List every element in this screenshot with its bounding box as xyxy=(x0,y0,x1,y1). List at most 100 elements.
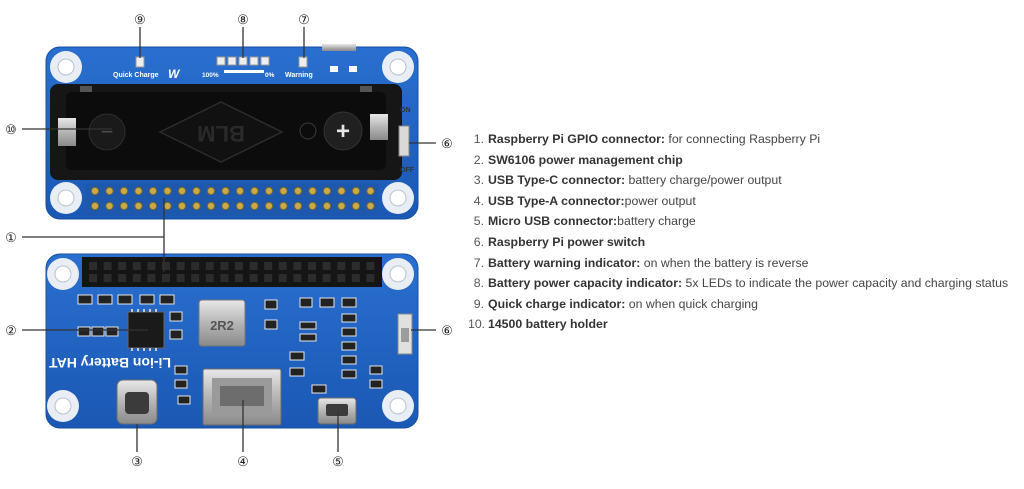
gpio-socket xyxy=(118,262,127,270)
gpio-socket xyxy=(191,274,200,282)
legend-key: Raspberry Pi GPIO connector: xyxy=(488,132,665,146)
legend-item: 7.Battery warning indicator: on when the… xyxy=(468,253,1024,274)
gpio-socket xyxy=(366,262,375,270)
holder-mark: BLM xyxy=(197,121,245,146)
legend-number: 9. xyxy=(473,296,484,311)
gpio-pin xyxy=(105,186,114,196)
gpio-socket xyxy=(205,274,214,282)
legend-number: 4. xyxy=(473,193,484,208)
legend-item: 10.14500 battery holder xyxy=(468,314,1024,335)
gpio-pin xyxy=(105,201,114,211)
legend-item: 8.Battery power capacity indicator: 5x L… xyxy=(468,273,1024,294)
gpio-pin xyxy=(337,201,346,211)
callout-6-bottom: ⑥ xyxy=(441,323,453,338)
gpio-pin xyxy=(322,201,332,211)
callout-2: ② xyxy=(5,323,17,338)
bottom-board: 2R2 Li-ion Battery HAT xyxy=(45,253,419,429)
gpio-pin xyxy=(351,186,361,196)
gpio-pin xyxy=(90,201,100,211)
gpio-pin xyxy=(148,186,158,196)
switch-on-label: ON xyxy=(400,107,411,114)
product-label: Li-ion Battery HAT xyxy=(49,355,171,371)
minus-terminal xyxy=(88,113,126,151)
warning-led xyxy=(298,56,308,68)
spring-contact-left xyxy=(58,118,76,146)
smd-pad xyxy=(330,66,338,72)
legend-item: 5.Micro USB connector:battery charge xyxy=(468,211,1024,232)
gpio-socket xyxy=(322,262,331,270)
legend-key: Quick charge indicator: xyxy=(488,296,626,311)
legend-number: 2. xyxy=(473,152,484,167)
legend-number: 5. xyxy=(473,214,484,229)
gpio-socket xyxy=(235,274,243,282)
legend-desc: battery charge/power output xyxy=(625,173,782,188)
gpio-pin xyxy=(264,186,274,196)
gpio-socket xyxy=(366,274,375,282)
gpio-socket xyxy=(103,274,112,282)
mounting-hole xyxy=(50,182,82,214)
gpio-pin xyxy=(235,201,245,211)
gpio-socket xyxy=(103,262,112,270)
spring-contact-right xyxy=(370,114,388,140)
legend-item: 9.Quick charge indicator: on when quick … xyxy=(468,294,1024,315)
gpio-pin xyxy=(279,186,288,196)
callout-1: ① xyxy=(5,230,17,245)
gpio-pin xyxy=(119,186,129,196)
gpio-header-top xyxy=(86,183,378,215)
gpio-pin xyxy=(221,186,230,196)
gpio-socket xyxy=(147,274,156,282)
gpio-socket xyxy=(162,262,170,270)
gpio-pin xyxy=(221,201,230,211)
gpio-socket xyxy=(293,274,302,282)
gpio-pin xyxy=(279,201,288,211)
legend-desc: power output xyxy=(624,193,696,208)
gpio-pin xyxy=(206,201,216,211)
gpio-pin xyxy=(163,201,172,211)
callout-6-top: ⑥ xyxy=(441,136,453,151)
gpio-pin xyxy=(337,186,346,196)
legend-desc: 5x LEDs to indicate the power capacity a… xyxy=(682,276,1009,291)
callout-8: ⑧ xyxy=(237,12,249,27)
plus-mold-icon xyxy=(299,122,317,140)
gpio-pin xyxy=(264,201,274,211)
switch-off-label: OFF xyxy=(400,167,415,174)
gpio-pin xyxy=(308,201,317,211)
gpio-pin xyxy=(90,186,100,196)
mounting-hole xyxy=(382,182,414,214)
gpio-pin xyxy=(366,201,375,211)
gpio-pin xyxy=(119,201,129,211)
mounting-hole xyxy=(382,390,414,422)
gpio-socket xyxy=(89,262,97,270)
inductor xyxy=(198,299,246,347)
gpio-socket xyxy=(220,262,229,270)
legend-item: 6.Raspberry Pi power switch xyxy=(468,232,1024,253)
gpio-pin xyxy=(293,201,303,211)
capacity-100-label: 100% xyxy=(202,72,219,79)
capacity-0-label: 0% xyxy=(265,72,275,79)
top-usb-edge xyxy=(322,44,356,51)
gpio-pin xyxy=(206,186,216,196)
gpio-socket xyxy=(351,274,360,282)
gpio-socket xyxy=(351,262,360,270)
gpio-socket xyxy=(322,274,331,282)
gpio-socket xyxy=(308,274,316,282)
gpio-socket xyxy=(89,274,97,282)
capacity-leds xyxy=(216,56,270,73)
chip-pins xyxy=(131,309,157,351)
minus-sign: − xyxy=(101,119,114,144)
smd-components xyxy=(77,294,383,405)
gpio-socket xyxy=(337,274,346,282)
power-switch-top xyxy=(398,125,410,157)
warning-label: Warning xyxy=(285,72,313,79)
gpio-pin xyxy=(235,186,245,196)
legend-key: USB Type-A connector: xyxy=(488,193,625,208)
gpio-socket xyxy=(308,262,316,270)
gpio-socket xyxy=(264,274,273,282)
callout-4: ④ xyxy=(237,454,249,469)
gpio-socket xyxy=(118,274,127,282)
mounting-hole xyxy=(47,258,79,290)
legend-number: 10. xyxy=(468,317,486,332)
gpio-pins-top xyxy=(90,186,375,211)
legend-key: Battery power capacity indicator: xyxy=(488,276,683,291)
